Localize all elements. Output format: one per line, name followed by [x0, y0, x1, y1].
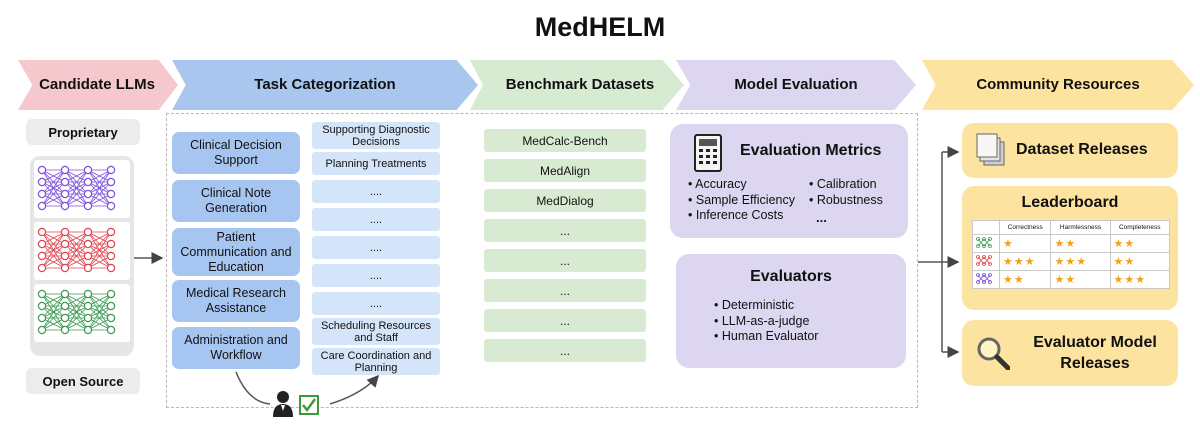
- star-rating: ★★★: [1050, 252, 1111, 271]
- subtask-item: ....: [312, 292, 440, 315]
- star-rating: ★★★: [1109, 270, 1170, 289]
- leaderboard-corner-cell: [972, 220, 1000, 235]
- neural-network-icon: [34, 222, 130, 280]
- calculator-icon: [694, 134, 722, 172]
- evaluator-releases-box: Evaluator Model Releases: [962, 320, 1178, 386]
- dataset-releases-label: Dataset Releases: [1016, 141, 1148, 158]
- neural-network-icon: [34, 160, 130, 218]
- metrics-more: ...: [816, 210, 827, 225]
- stage-task-categorization: Task Categorization: [172, 60, 478, 110]
- open-source-label: Open Source: [26, 368, 140, 394]
- benchmark-item: ...: [484, 279, 646, 302]
- metric-item: Inference Costs: [688, 208, 795, 224]
- document-stack-icon: [976, 133, 1005, 166]
- neural-network-icon: [34, 284, 130, 342]
- star-rating: ★★: [1050, 270, 1111, 289]
- star-rating: ★★: [1109, 234, 1170, 253]
- task-medical-research-assistance: Medical Research Assistance: [172, 280, 300, 322]
- evaluator-item: Human Evaluator: [714, 329, 819, 345]
- evaluator-item: Deterministic: [714, 298, 818, 314]
- benchmark-item: ...: [484, 219, 646, 242]
- leaderboard-box: Leaderboard Correctness Harmlessness Com…: [962, 186, 1178, 310]
- subtask-item: ....: [312, 180, 440, 203]
- evaluators-list: Deterministic LLM-as-a-judge Human Evalu…: [714, 298, 819, 345]
- leaderboard-column-header: Completeness: [1109, 220, 1170, 235]
- metric-item: Calibration: [809, 177, 883, 193]
- evaluators-box: Evaluators Deterministic LLM-as-a-judge …: [676, 254, 906, 368]
- subtask-item: ....: [312, 208, 440, 231]
- stage-candidate-llms: Candidate LLMs: [18, 60, 178, 110]
- star-rating: ★★★: [998, 252, 1052, 271]
- benchmark-item: MedAlign: [484, 159, 646, 182]
- leaderboard-header-row: Correctness Harmlessness Completeness: [972, 220, 1170, 235]
- leaderboard-table: Correctness Harmlessness Completeness ★★…: [972, 220, 1170, 289]
- benchmark-item: MedCalc-Bench: [484, 129, 646, 152]
- stage-model-evaluation: Model Evaluation: [676, 60, 916, 110]
- star-rating: ★★: [1109, 252, 1170, 271]
- star-rating: ★★: [998, 270, 1052, 289]
- proprietary-label: Proprietary: [26, 119, 140, 145]
- leaderboard-row: ★★★★★: [972, 234, 1170, 253]
- leaderboard-column-header: Harmlessness: [1050, 220, 1111, 235]
- evaluation-metrics-box: Evaluation Metrics Accuracy Sample Effic…: [670, 124, 908, 238]
- evaluation-metrics-title: Evaluation Metrics: [740, 142, 882, 159]
- leaderboard-model-icon: [972, 234, 1000, 253]
- page-title: MedHELM: [534, 12, 666, 42]
- metric-item: Accuracy: [688, 177, 795, 193]
- dataset-releases-box: Dataset Releases: [962, 123, 1178, 178]
- subtask-item: Supporting Diagnostic Decisions: [312, 122, 440, 149]
- leaderboard-column-header: Correctness: [998, 220, 1052, 235]
- checkmark-icon: [299, 395, 319, 415]
- metric-item: Robustness: [809, 193, 883, 209]
- benchmark-item: ...: [484, 339, 646, 362]
- metrics-list-left: Accuracy Sample Efficiency Inference Cos…: [688, 177, 795, 224]
- subtask-item: Planning Treatments: [312, 152, 440, 175]
- benchmark-item: ...: [484, 309, 646, 332]
- subtask-item: Scheduling Resources and Staff: [312, 318, 440, 345]
- evaluator-item: LLM-as-a-judge: [714, 314, 818, 330]
- star-rating: ★: [998, 234, 1052, 253]
- task-patient-communication: Patient Communication and Education: [172, 228, 300, 276]
- subtask-item: ....: [312, 264, 440, 287]
- metrics-list-right: Calibration Robustness: [809, 177, 883, 208]
- leaderboard-row: ★★★★★★★: [972, 270, 1170, 289]
- leaderboard-row: ★★★★★★★★: [972, 252, 1170, 271]
- llm-network-panel: [30, 156, 134, 356]
- subtask-item: Care Coordination and Planning: [312, 348, 440, 375]
- admin-to-clinician-curve: [235, 371, 271, 405]
- leaderboard-model-icon: [972, 270, 1000, 289]
- clinician-to-subtask-curve: [329, 374, 379, 405]
- evaluator-releases-label: Evaluator Model Releases: [1033, 334, 1157, 372]
- task-evaluation-container: [166, 113, 918, 408]
- stage-benchmark-datasets: Benchmark Datasets: [470, 60, 684, 110]
- stage-community-resources: Community Resources: [922, 60, 1194, 110]
- task-clinical-note-generation: Clinical Note Generation: [172, 180, 300, 222]
- clinician-icon: [273, 391, 293, 417]
- benchmark-item: ...: [484, 249, 646, 272]
- metric-item: Sample Efficiency: [688, 193, 795, 209]
- leaderboard-model-icon: [972, 252, 1000, 271]
- leaderboard-title: Leaderboard: [1021, 194, 1119, 211]
- subtask-item: ....: [312, 236, 440, 259]
- task-clinical-decision-support: Clinical Decision Support: [172, 132, 300, 174]
- star-rating: ★★: [1050, 234, 1111, 253]
- task-administration-workflow: Administration and Workflow: [172, 327, 300, 369]
- magnifier-icon: [977, 337, 1010, 370]
- neural-network-icons: [34, 160, 130, 342]
- evaluators-title: Evaluators: [750, 268, 832, 285]
- benchmark-item: MedDialog: [484, 189, 646, 212]
